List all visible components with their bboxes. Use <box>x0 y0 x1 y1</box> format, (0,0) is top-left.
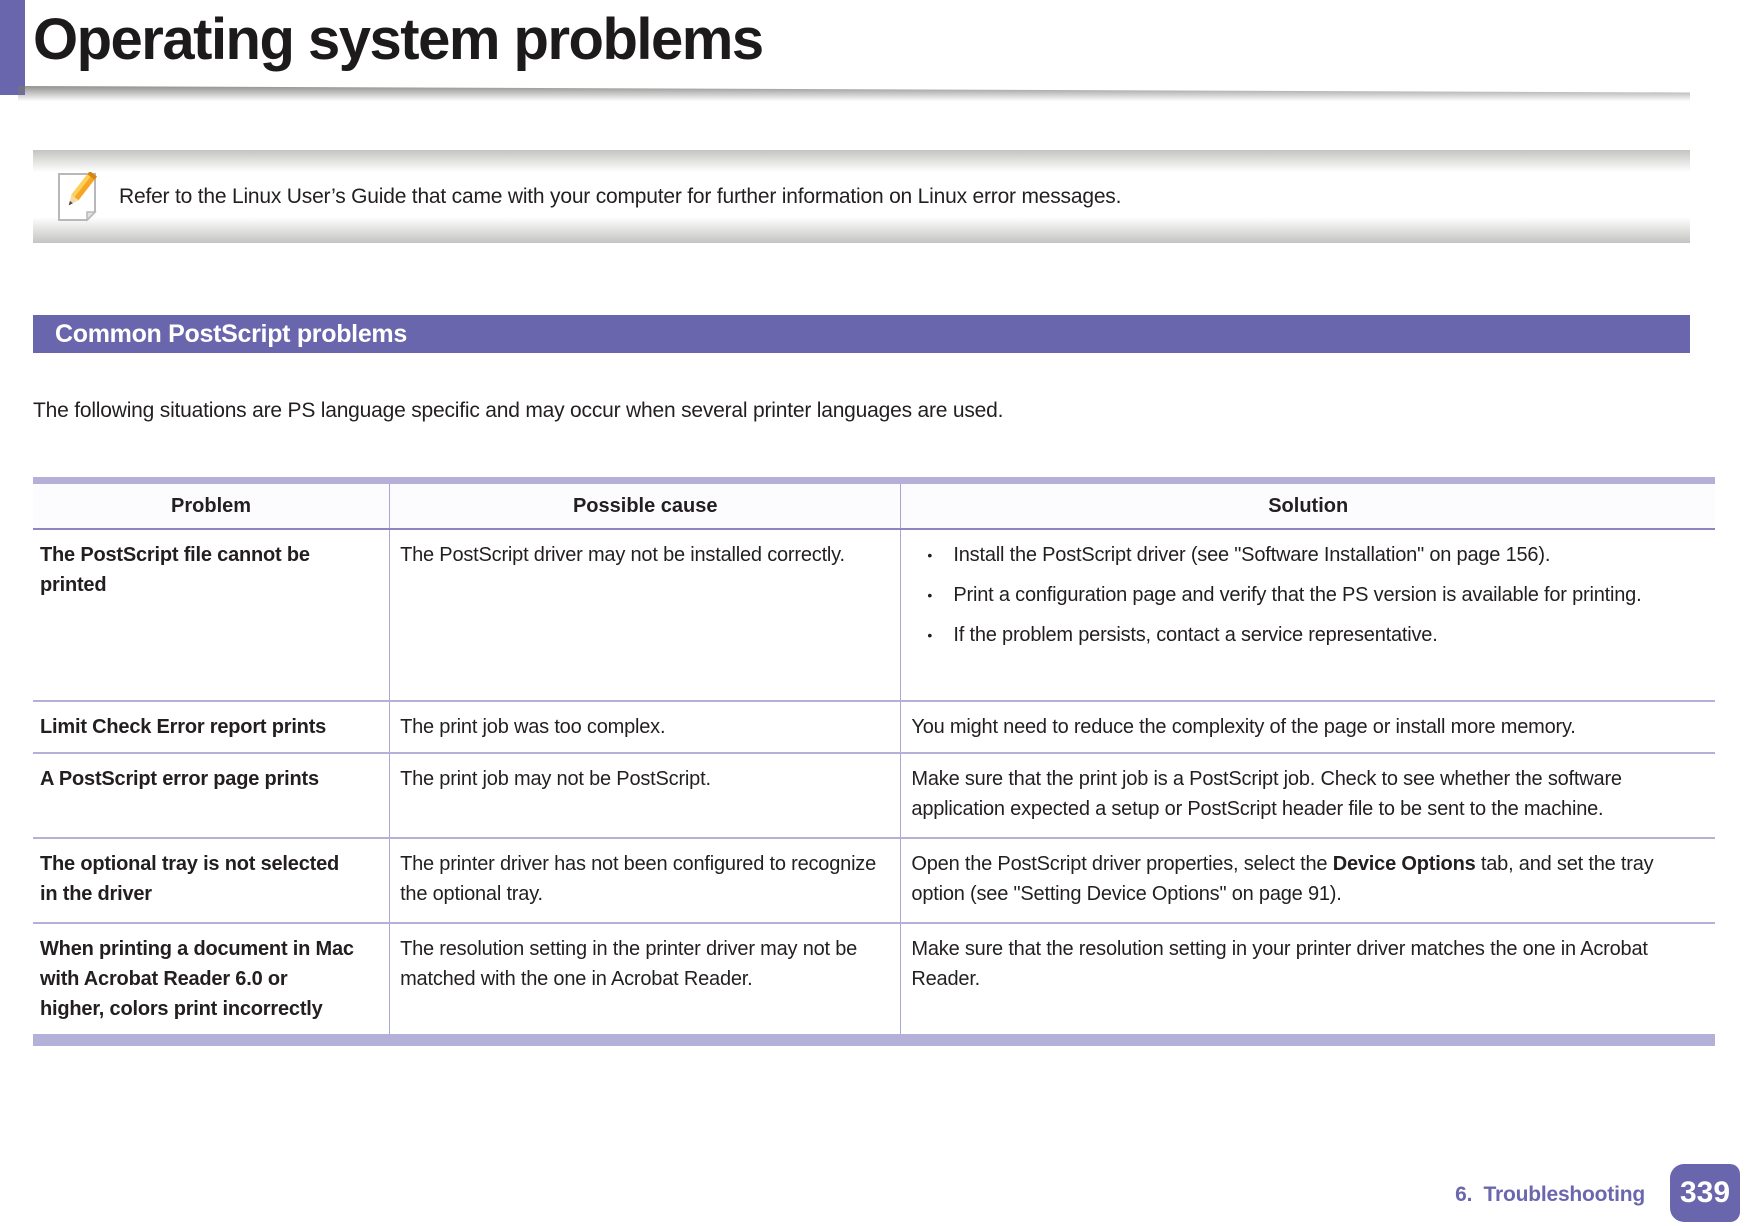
possible-cause-cell: The printer driver has not been configur… <box>389 838 901 924</box>
bullet-icon: • <box>927 587 933 603</box>
text-run: Install the PostScript driver (see "Soft… <box>953 544 1551 566</box>
text-run: Open the PostScript driver properties, s… <box>911 853 1333 875</box>
table-row: The PostScript file cannot be printed The… <box>33 529 1715 702</box>
text-run: If the problem persists, contact a servi… <box>953 624 1438 646</box>
table-row: Limit Check Error report prints The print… <box>33 701 1715 754</box>
postscript-problems-table: Problem Possible cause Solution The Post… <box>33 477 1715 1046</box>
possible-cause-cell: The print job was too complex. <box>389 701 901 754</box>
page-number: 339 <box>1679 1176 1731 1209</box>
title-accent-bar <box>0 0 25 95</box>
solution-cell: Open the PostScript driver properties, s… <box>900 838 1715 924</box>
solution-cell: Make sure that the print job is a PostSc… <box>900 753 1715 839</box>
text-run: The print job was too complex. <box>400 716 666 738</box>
column-header-solution: Solution <box>900 477 1715 530</box>
text-run: The resolution setting in the printer dr… <box>400 938 858 990</box>
pencil-note-icon <box>58 171 97 222</box>
bullet-text: Print a configuration page and verify th… <box>953 580 1705 610</box>
note-body: Refer to the Linux User’s Guide that cam… <box>33 150 1690 243</box>
table-row: A PostScript error page prints The print … <box>33 753 1715 839</box>
section-heading: Common PostScript problems <box>55 319 407 348</box>
table-row: The optional tray is not selected in the… <box>33 838 1715 924</box>
text-run: The printer driver has not been configur… <box>400 853 877 905</box>
problem-cell: The optional tray is not selected in the… <box>33 838 390 924</box>
possible-cause-cell: The PostScript driver may not be install… <box>389 529 901 702</box>
page-number-badge: 339 <box>1670 1164 1740 1222</box>
bullet-icon: • <box>927 627 933 643</box>
bold-text-run: Device Options <box>1332 853 1476 875</box>
bullet-text: Install the PostScript driver (see "Soft… <box>953 540 1705 570</box>
problem-cell: The PostScript file cannot be printed <box>33 529 390 702</box>
problem-cell: Limit Check Error report prints <box>33 701 390 754</box>
text-run: The PostScript driver may not be install… <box>400 544 845 566</box>
text-run: Make sure that the resolution setting in… <box>911 938 1648 990</box>
table-row: When printing a document in Mac with Acr… <box>33 923 1715 1046</box>
column-header-possible-cause: Possible cause <box>389 477 901 530</box>
solution-cell: You might need to reduce the complexity … <box>900 701 1715 754</box>
bullet-text: If the problem persists, contact a servi… <box>953 620 1705 650</box>
table-header-row: Problem Possible cause Solution <box>33 477 1715 530</box>
page-title: Operating system problems <box>33 7 764 72</box>
title-shadow-rule <box>18 86 1690 103</box>
solution-bullet-item: • Install the PostScript driver (see "Sof… <box>911 540 1705 570</box>
solution-bullet-item: • Print a configuration page and verify t… <box>911 580 1705 610</box>
section-intro: The following situations are PS language… <box>33 399 1004 422</box>
solution-bullet-item: • If the problem persists, contact a serv… <box>911 620 1705 650</box>
footer-chapter-label: 6. Troubleshooting <box>1455 1183 1645 1206</box>
section-heading-banner: Common PostScript problems <box>33 315 1690 353</box>
solution-cell: • Install the PostScript driver (see "Sof… <box>900 529 1715 702</box>
text-run: Print a configuration page and verify th… <box>953 584 1642 606</box>
text-run: The print job may not be PostScript. <box>400 768 711 790</box>
note-bottom-rule <box>33 217 1690 243</box>
text-run: tab, and set the tray option (see "Setti… <box>911 853 1654 905</box>
note-top-rule <box>33 150 1690 172</box>
text-run: Make sure that the print job is a PostSc… <box>911 768 1622 820</box>
text-run: You might need to reduce the complexity … <box>911 716 1576 738</box>
possible-cause-cell: The print job may not be PostScript. <box>389 753 901 839</box>
column-header-problem: Problem <box>33 477 390 530</box>
problem-cell: A PostScript error page prints <box>33 753 390 839</box>
solution-cell: Make sure that the resolution setting in… <box>900 923 1715 1046</box>
note-text: Refer to the Linux User’s Guide that cam… <box>119 184 1122 208</box>
problem-cell: When printing a document in Mac with Acr… <box>33 923 390 1046</box>
bullet-icon: • <box>927 547 933 563</box>
note-box: Refer to the Linux User’s Guide that cam… <box>33 150 1690 243</box>
possible-cause-cell: The resolution setting in the printer dr… <box>389 923 901 1046</box>
